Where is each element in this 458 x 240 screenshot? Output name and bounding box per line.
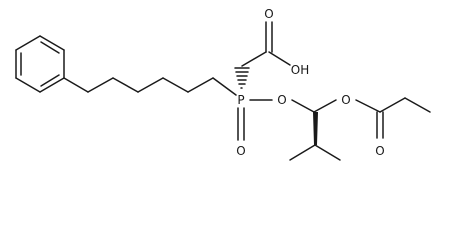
methyl-bond-right	[314, 144, 341, 161]
ring-bond	[39, 35, 65, 51]
o-c-bond	[291, 99, 315, 113]
acid-carbonyl-oxygen-label: O	[264, 7, 273, 21]
phosphorus-label: P	[237, 93, 244, 107]
acid-c-oh-bond	[268, 51, 291, 66]
ethyl-bond-2	[404, 97, 431, 113]
chain-bond	[137, 77, 164, 93]
molecule-canvas: P O O O O O OH	[15, 7, 431, 161]
chain-bond	[63, 77, 89, 93]
ring-double-bond	[40, 41, 60, 54]
acetal-oxygen-label: O	[341, 93, 350, 107]
chain-bond-to-p	[212, 77, 237, 96]
ester-linkage	[249, 99, 337, 113]
ring-bond	[15, 77, 41, 93]
structure-svg: P O O O O O OH	[15, 7, 431, 161]
carbonyl-oxygen-label: O	[375, 144, 384, 158]
chain-bond	[187, 77, 214, 93]
methyl-bond-left	[289, 144, 316, 161]
benzene-ring	[15, 35, 65, 93]
ring-bond	[39, 77, 65, 93]
carboxylic-acid-group	[241, 21, 291, 67]
ch2-bond	[241, 51, 267, 67]
butyl-chain	[63, 77, 237, 96]
phosphoryl-oxygen-label: O	[236, 144, 245, 158]
o-carbonyl-bond	[355, 99, 381, 113]
isopropyl-group	[289, 112, 341, 161]
ring-bond	[15, 35, 41, 51]
chain-bond	[87, 77, 114, 93]
phosphoryl-bond	[237, 107, 245, 141]
bold-wedge-bond	[313, 112, 318, 145]
ethyl-bond-1	[379, 97, 406, 113]
chain-bond	[112, 77, 139, 93]
ester-oxygen-label: O	[277, 93, 286, 107]
chain-bond	[162, 77, 189, 93]
ring-double-bond	[40, 74, 60, 87]
c-o-bond	[313, 99, 337, 113]
hashed-wedge-bond	[234, 67, 250, 89]
propanoate-group	[355, 97, 431, 139]
acid-hydroxyl-label: OH	[291, 63, 309, 77]
